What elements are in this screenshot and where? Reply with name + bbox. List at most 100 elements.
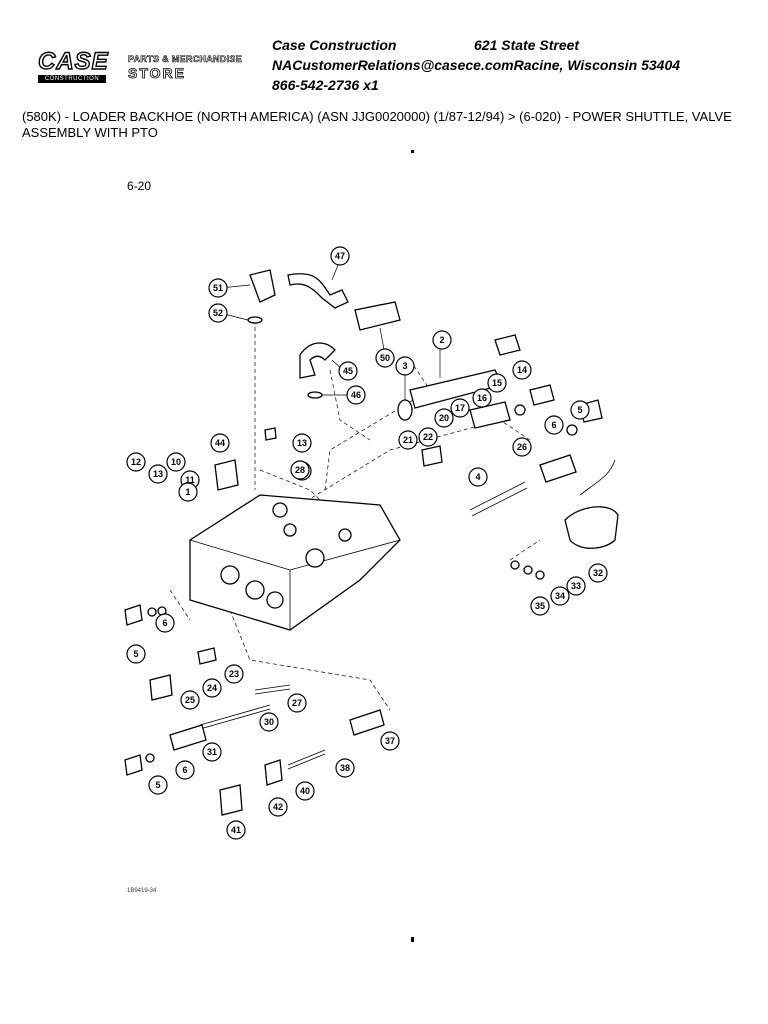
callout-17: 17 — [450, 398, 470, 418]
callout-circle — [418, 427, 438, 447]
callout-12: 12 — [126, 452, 146, 472]
callout-circle — [287, 693, 307, 713]
callout-number: 5 — [133, 649, 138, 659]
case-construction-tag: CONSTRUCTION — [38, 75, 106, 83]
callout-number: 27 — [292, 698, 302, 708]
callout-16: 16 — [472, 388, 492, 408]
case-wordmark: CASE — [37, 48, 109, 75]
callout-5: 5 — [126, 644, 146, 664]
callout-circle — [487, 373, 507, 393]
store-logo-line1: PARTS & MERCHANDISE — [128, 54, 243, 65]
callout-number: 20 — [439, 413, 449, 423]
callout-number: 3 — [402, 361, 407, 371]
callout-28: 28 — [290, 460, 310, 480]
figure-reference: 1B9419-34 — [127, 888, 157, 894]
page-marker-bottom — [411, 937, 414, 942]
callout-number: 4 — [475, 472, 480, 482]
callout-number: 50 — [380, 353, 390, 363]
callout-27: 27 — [287, 693, 307, 713]
callout-number: 2 — [439, 335, 444, 345]
callout-number: 1 — [185, 487, 190, 497]
callout-24: 24 — [202, 678, 222, 698]
callout-circle — [202, 678, 222, 698]
callout-14: 14 — [512, 360, 532, 380]
callout-circle — [208, 303, 228, 323]
callout-5: 5 — [148, 775, 168, 795]
callout-6: 6 — [155, 613, 175, 633]
callout-number: 37 — [385, 736, 395, 746]
callout-circle — [180, 690, 200, 710]
callout-circle — [588, 563, 608, 583]
callout-circle — [226, 820, 246, 840]
callout-number: 5 — [577, 405, 582, 415]
store-logo-line2: STORE — [128, 65, 186, 82]
callout-circle — [338, 361, 358, 381]
case-store-logo: CASE CONSTRUCTION PARTS & MERCHANDISE ST… — [37, 48, 278, 84]
figure-label: 6-20 — [127, 179, 152, 193]
callout-number: 46 — [351, 390, 361, 400]
spool-assembly — [397, 334, 619, 580]
callout-38: 38 — [335, 758, 355, 778]
callout-number: 38 — [340, 763, 350, 773]
callout-number: 30 — [264, 717, 274, 727]
lower-parts — [124, 604, 385, 816]
callout-4: 4 — [468, 467, 488, 487]
callout-number: 42 — [273, 802, 283, 812]
contact-block: Case Construction 621 State Street NACus… — [272, 35, 680, 95]
callout-circle — [512, 360, 532, 380]
callout-31: 31 — [202, 742, 222, 762]
callout-number: 16 — [477, 393, 487, 403]
callout-circle — [330, 246, 350, 266]
callout-3: 3 — [395, 356, 415, 376]
callout-number: 44 — [215, 438, 225, 448]
callout-5: 5 — [570, 400, 590, 420]
callout-number: 26 — [517, 442, 527, 452]
callout-circle — [432, 330, 452, 350]
callout-number: 21 — [403, 435, 413, 445]
email-city: NACustomerRelations@casece.comRacine, Wi… — [272, 57, 681, 73]
callout-number: 41 — [231, 825, 241, 835]
callout-circle — [375, 348, 395, 368]
assembly-guide-lines — [169, 320, 541, 711]
callout-40: 40 — [295, 781, 315, 801]
callout-10: 10 — [166, 452, 186, 472]
callout-number: 6 — [162, 618, 167, 628]
callout-34: 34 — [550, 586, 570, 606]
street-address: 621 State Street — [474, 37, 580, 53]
callout-30: 30 — [259, 712, 279, 732]
callout-44: 44 — [210, 433, 230, 453]
callout-circle — [295, 781, 315, 801]
callout-26: 26 — [512, 437, 532, 457]
callouts: 4751525024546315145121344171620622212612… — [126, 246, 608, 840]
store-logo: PARTS & MERCHANDISE STORE — [128, 54, 243, 82]
callout-circle — [126, 644, 146, 664]
callout-number: 25 — [185, 695, 195, 705]
callout-circle — [259, 712, 279, 732]
callout-33: 33 — [566, 576, 586, 596]
callout-number: 51 — [213, 283, 223, 293]
callout-number: 33 — [571, 581, 581, 591]
callout-32: 32 — [588, 563, 608, 583]
callout-13: 13 — [292, 433, 312, 453]
callout-number: 13 — [297, 438, 307, 448]
callout-2: 2 — [432, 330, 452, 350]
callout-number: 35 — [535, 601, 545, 611]
callout-circle — [335, 758, 355, 778]
company-name: Case Construction — [272, 37, 397, 53]
callout-circle — [450, 398, 470, 418]
case-logo: CASE CONSTRUCTION — [37, 48, 112, 84]
callout-circle — [166, 452, 186, 472]
callout-51: 51 — [208, 278, 228, 298]
callout-6: 6 — [544, 415, 564, 435]
page-marker-top — [411, 150, 414, 153]
callout-number: 6 — [551, 420, 556, 430]
callout-number: 24 — [207, 683, 217, 693]
callout-circle — [148, 775, 168, 795]
phone-number: 866-542-2736 x1 — [272, 77, 379, 93]
callout-52: 52 — [208, 303, 228, 323]
callout-circle — [178, 482, 198, 502]
exploded-parts-diagram: 4751525024546315145121344171620622212612… — [124, 246, 619, 840]
callout-circle — [550, 586, 570, 606]
callout-13: 13 — [148, 464, 168, 484]
callout-circle — [126, 452, 146, 472]
